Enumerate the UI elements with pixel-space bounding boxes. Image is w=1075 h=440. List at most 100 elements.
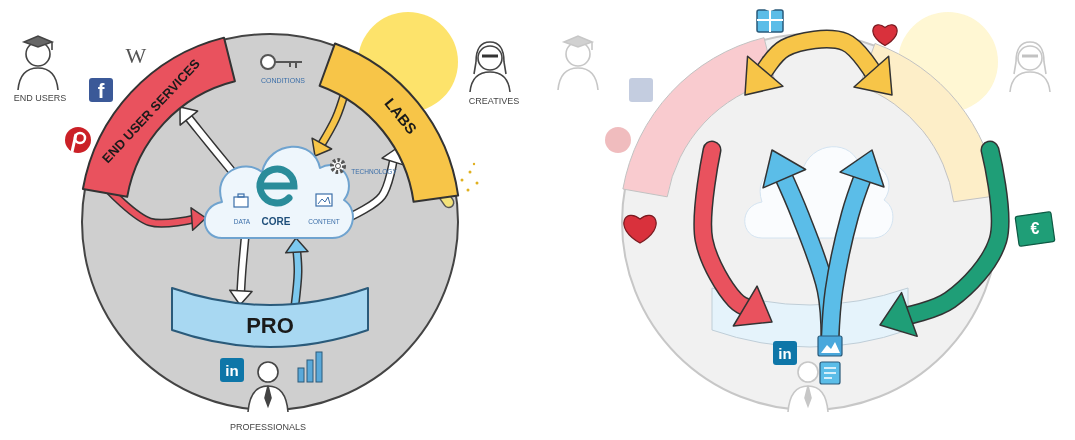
- icon-caption: DATA: [234, 219, 250, 226]
- key-icon: [261, 55, 275, 69]
- faded-copy: [622, 34, 998, 410]
- arrow-outline: [295, 249, 298, 305]
- pinterest-logo: [75, 133, 85, 143]
- bar-chart-icon: [298, 368, 304, 382]
- node-label: PRO: [246, 315, 294, 337]
- arrow-body: [187, 116, 231, 170]
- arrow-outline: [320, 92, 345, 146]
- key-icon: [275, 62, 302, 68]
- euro-sign: €: [1031, 221, 1040, 237]
- figure-caption: END USERS: [14, 94, 67, 103]
- banknote-icon: [1015, 212, 1055, 247]
- arrow-body: [703, 150, 751, 309]
- facebook-logo: [89, 78, 113, 102]
- arrow-head: [763, 150, 806, 188]
- faded-copy: [558, 12, 1050, 412]
- arrow-body: [352, 159, 394, 216]
- arrow-body: [830, 174, 864, 340]
- arrow-head: [733, 286, 772, 326]
- faded-copy: [605, 127, 631, 153]
- document-icon: [820, 362, 840, 384]
- gift-icon: [757, 6, 783, 32]
- linkedin-logo: [220, 358, 244, 382]
- pro-band-shape: [172, 288, 368, 347]
- arrow-body: [295, 249, 298, 305]
- gift-arrow: [745, 39, 892, 95]
- wikipedia-logo: W: [126, 45, 147, 67]
- arrow-body: [241, 238, 245, 294]
- pinterest-logo: [65, 127, 91, 153]
- flow-arrow: [352, 148, 403, 216]
- arrow-head: [854, 56, 892, 95]
- arrow-body: [761, 39, 875, 76]
- bar-chart-icon: [298, 352, 322, 382]
- professional-figure: [248, 362, 288, 412]
- heart-icon: [873, 25, 897, 46]
- service-band: END USER SERVICES: [80, 35, 238, 200]
- heart-icon: [624, 215, 656, 243]
- arrow-head: [312, 138, 332, 156]
- faded-copy: [629, 78, 653, 102]
- share-arrow: [830, 150, 884, 340]
- arrow-head: [880, 293, 917, 337]
- core-logo: [260, 169, 294, 203]
- arrow-outline: [241, 238, 245, 294]
- document-icon: [820, 362, 840, 384]
- content-icon: [316, 194, 332, 206]
- arrow-outline: [761, 39, 875, 76]
- content-icon: [318, 197, 330, 204]
- picture-icon: [821, 342, 840, 353]
- professional-figure: [248, 386, 288, 412]
- arrow-outline: [904, 150, 1001, 317]
- creative-figure: [482, 55, 498, 58]
- faded-copy: [558, 36, 598, 90]
- flow-arrow: [312, 92, 345, 156]
- flow-arrow: [230, 238, 252, 305]
- key-icon: [261, 55, 302, 69]
- arrow-head: [191, 208, 206, 230]
- flow-arrow: [180, 107, 231, 170]
- creative-figure: [474, 42, 506, 74]
- data-icon: [238, 194, 244, 197]
- gift-icon: [757, 6, 783, 32]
- arrow-outline: [830, 174, 864, 340]
- pinterest-logo: [65, 127, 91, 153]
- arrow-outline: [352, 159, 394, 216]
- flow-arrow: [286, 238, 308, 305]
- professional-figure: [265, 386, 271, 406]
- service-band-shape: [83, 38, 235, 197]
- arrow-head: [286, 238, 308, 253]
- creative-figure: [470, 72, 510, 92]
- pro-band: PRO: [170, 285, 370, 351]
- test-tube-icon: [469, 171, 472, 174]
- data-icon: [234, 194, 248, 207]
- icon-caption: TECHNOLOGY: [351, 169, 397, 176]
- picture-icon: [818, 336, 842, 356]
- figure-caption: PROFESSIONALS: [230, 423, 306, 432]
- ecosystem-circle: [82, 34, 458, 410]
- document-icon: [824, 368, 836, 378]
- test-tube-icon: [461, 179, 464, 182]
- arrow-body: [904, 150, 1001, 317]
- love-arrow: [703, 150, 772, 326]
- share-arrow: [763, 150, 830, 340]
- end-user-figure: [51, 42, 53, 50]
- value-icon: [624, 6, 1055, 384]
- arrow-body: [320, 92, 345, 146]
- money-arrow: [880, 150, 1000, 336]
- arrow-outline: [703, 150, 751, 309]
- gear-icon: [332, 160, 344, 172]
- figure-caption: CREATIVES: [469, 97, 519, 106]
- end-user-figure: [24, 36, 52, 47]
- core-cloud: CORE: [198, 130, 354, 248]
- arrow-head: [745, 56, 783, 95]
- bar-chart-icon: [307, 360, 313, 382]
- node-label: CORE: [262, 217, 291, 227]
- core-cloud-shape: [205, 147, 353, 238]
- arrow-head: [180, 107, 198, 125]
- bar-chart-icon: [316, 352, 322, 382]
- picture-icon: [818, 336, 842, 356]
- creative-figure: [478, 46, 502, 70]
- value-arrow: [703, 39, 1000, 340]
